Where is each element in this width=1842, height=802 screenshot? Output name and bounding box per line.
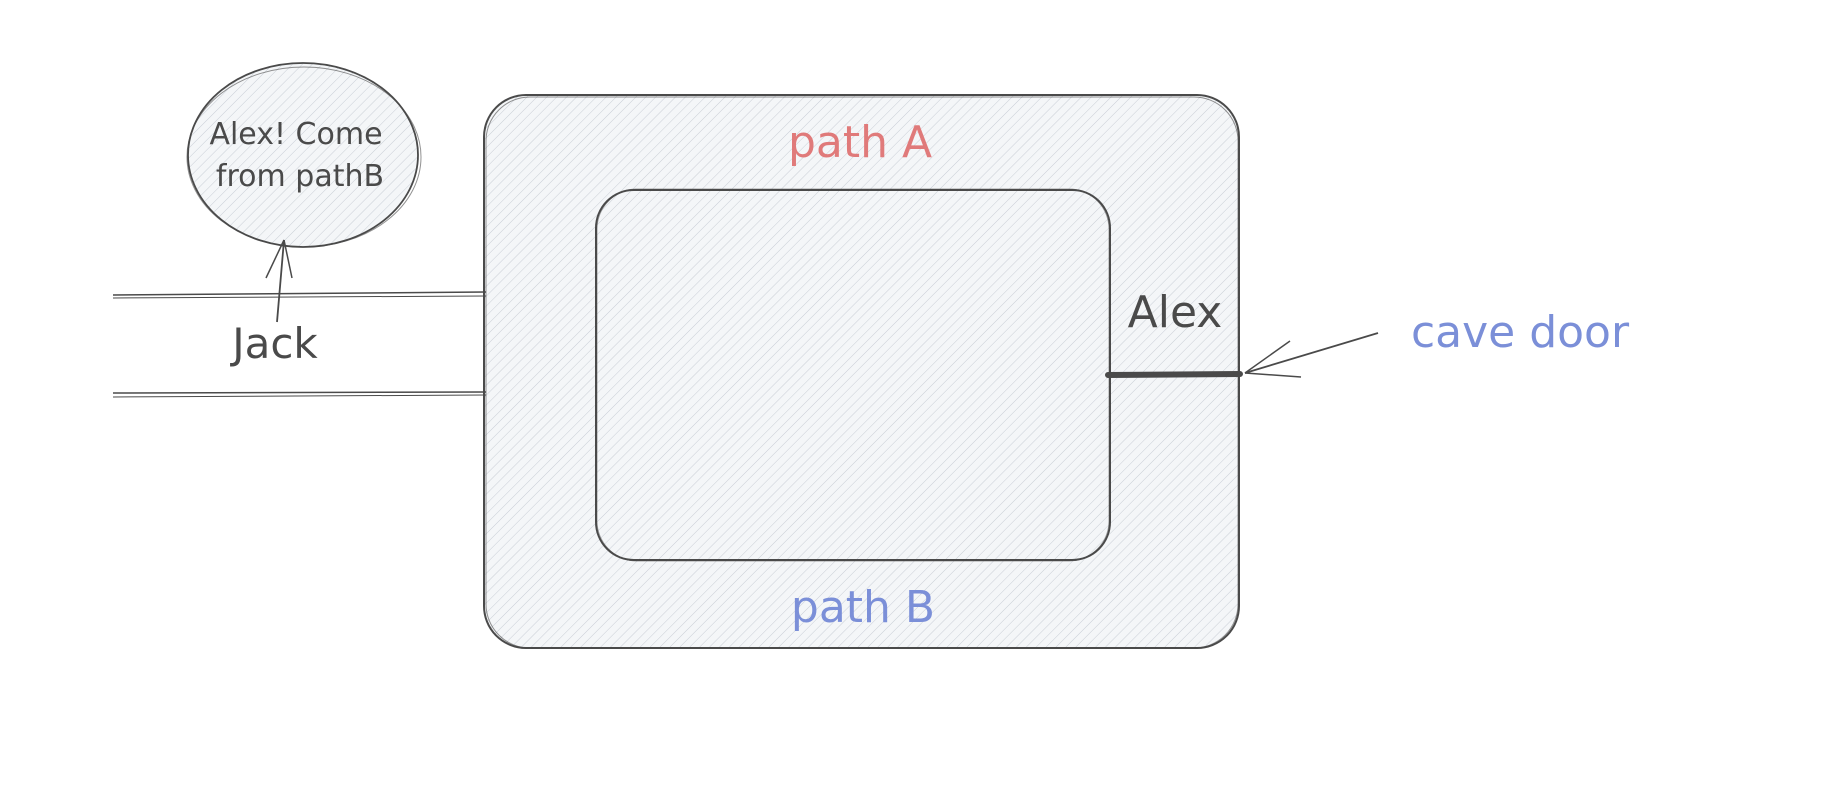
path-b-label: path B [791,582,935,633]
cave-door-label: cave door [1411,307,1630,358]
jack-speech-arrow [265,239,293,323]
cave-door-line [1105,371,1243,378]
speech-bubble-line1: Alex! Come [209,117,382,152]
cave-door-arrow [1244,332,1379,378]
speech-bubble-line2: from pathB [216,159,384,194]
path-a-label: path A [788,117,932,168]
jack-label: Jack [229,319,318,368]
speech-bubble: Alex! Come from pathB [186,62,422,248]
entrance-corridor [112,291,487,398]
cave-inner-block [595,188,1111,562]
alex-label: Alex [1128,287,1223,338]
